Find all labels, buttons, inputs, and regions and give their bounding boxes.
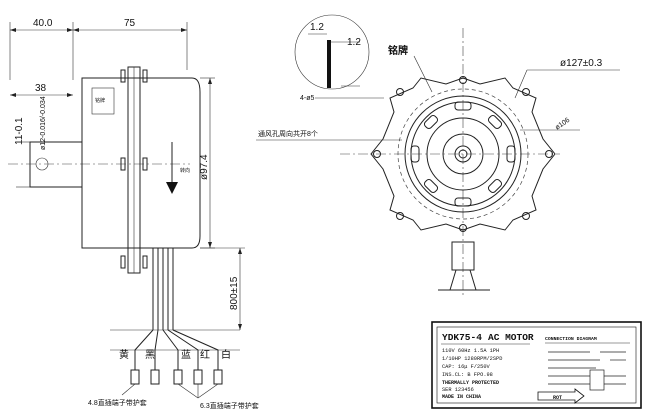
np-line5: THERMALLY PROTECTED	[442, 380, 499, 386]
label-vent: 通风孔周向共开8个	[258, 129, 318, 138]
np-line4: INS.CL: B FPO.98	[442, 372, 493, 378]
nameplate-border	[431, 321, 642, 409]
terminal	[150, 369, 160, 385]
bolt	[142, 69, 148, 83]
bolt	[120, 157, 126, 171]
lead-leg	[469, 269, 477, 291]
terminal-63	[213, 369, 223, 385]
slot-section	[327, 40, 331, 88]
rotation-label: 转向	[180, 167, 190, 174]
side-view: 40.0 75 38 11-0.1 ø12-0.016/-0.034 铭牌	[8, 18, 259, 410]
terminal-48	[130, 369, 140, 385]
np-line7: MADE IN CHINA	[442, 394, 481, 400]
dim-38: 38	[35, 83, 47, 94]
wire-spread	[162, 329, 179, 370]
rotation-arrow-head	[166, 182, 178, 194]
wire-spread	[172, 329, 219, 370]
housing-circle	[404, 95, 522, 213]
outer-dia-leader	[514, 69, 528, 99]
np-line1: 110V 60Hz 1.5A 1PH	[442, 348, 499, 354]
hub-circle	[426, 117, 500, 191]
wire-color-1: 黑	[145, 349, 155, 361]
mount-hole	[522, 212, 530, 220]
wire-color-0: 黄	[119, 348, 129, 361]
lead-outlet	[451, 241, 475, 271]
vent-slot	[454, 101, 472, 111]
vent-slot	[487, 114, 503, 130]
lead-leg	[449, 269, 457, 291]
mount-hole	[396, 88, 404, 96]
connection-diagram	[548, 351, 626, 391]
flange-outline	[370, 77, 556, 231]
nameplate: YDK75-4 AC MOTOR 110V 60Hz 1.5A 1PH 1/10…	[431, 321, 642, 409]
mount-hole	[522, 88, 530, 96]
mount-hole	[459, 76, 467, 84]
detail-circle	[294, 14, 370, 90]
dim-75: 75	[124, 18, 136, 29]
motor-body	[81, 77, 201, 249]
front-view: 铭牌 ø127±0.3 ø106 通风孔周向共开8个	[256, 28, 620, 295]
dim-slot-b: 1.2	[347, 37, 361, 48]
terminal-63	[193, 369, 203, 385]
wire-color-4: 白	[221, 348, 231, 361]
outer-dia-circle	[397, 88, 529, 220]
shaft-flat	[35, 157, 49, 171]
leader-line	[177, 383, 199, 399]
dim-shaft-tol: ø12-0.016/-0.034	[40, 96, 47, 150]
leader-line	[197, 383, 219, 399]
rotation-arrow-icon	[537, 388, 585, 404]
dim-40: 40.0	[33, 18, 53, 29]
nameplate-leader	[413, 55, 433, 93]
dim-outer: ø127±0.3	[560, 58, 603, 69]
bearing-circle	[442, 133, 484, 175]
nameplate-inner	[436, 326, 637, 404]
np-diagram-title: CONNECTION DIAGRAM	[545, 336, 597, 342]
dim-body: ø97.4	[199, 154, 210, 180]
dim-holes: 4-ø5	[300, 95, 315, 102]
np-line2: 1/10HP 1280RPM/2SPD	[442, 356, 502, 362]
np-line6: SER 123456	[442, 387, 474, 393]
bolt	[120, 69, 126, 83]
label-terminal-63: 6.3直插端子带护套	[200, 401, 259, 410]
vent-slot	[454, 197, 472, 207]
shaft	[29, 141, 83, 188]
conn-motor-box	[589, 369, 605, 391]
bolt	[142, 255, 148, 269]
detail-view: 1.2 1.2 4-ø5	[294, 14, 384, 102]
np-line3: CAP: 16μ F/250V	[442, 364, 491, 370]
wire-color-3: 红	[200, 348, 210, 361]
shaft-core	[458, 149, 468, 159]
shaft-circle	[454, 145, 472, 163]
wire-spread	[154, 329, 159, 370]
mount-hole	[373, 150, 381, 158]
dim-lead: 800±15	[229, 276, 240, 310]
np-type: AC MOTOR	[488, 332, 534, 343]
wire-spread	[167, 329, 199, 370]
leader-line	[121, 383, 136, 396]
wire-spread	[134, 329, 154, 370]
mount-hole	[545, 150, 553, 158]
body-label	[91, 87, 115, 115]
label-terminal-48: 4.8直插端子带护套	[88, 398, 147, 407]
label-nameplate: 铭牌	[388, 44, 408, 57]
mount-hole	[396, 212, 404, 220]
np-model: YDK75-4	[442, 332, 482, 343]
terminal-63	[173, 369, 183, 385]
vent-slot	[423, 114, 439, 130]
mount-hole	[459, 224, 467, 232]
bolt	[142, 157, 148, 171]
vent-slot	[423, 178, 439, 194]
dim-shaft: 11-0.1	[14, 117, 25, 145]
dim-slot-a: 1.2	[310, 22, 324, 33]
dim-inner: ø106	[554, 117, 571, 132]
np-rot: ROT	[553, 395, 562, 401]
bolt	[120, 255, 126, 269]
vent-slot	[487, 178, 503, 194]
vent-slot	[410, 145, 420, 163]
body-label-text: 铭牌	[95, 97, 105, 104]
vent-slot	[506, 145, 516, 163]
wire-color-2: 蓝	[181, 349, 191, 361]
